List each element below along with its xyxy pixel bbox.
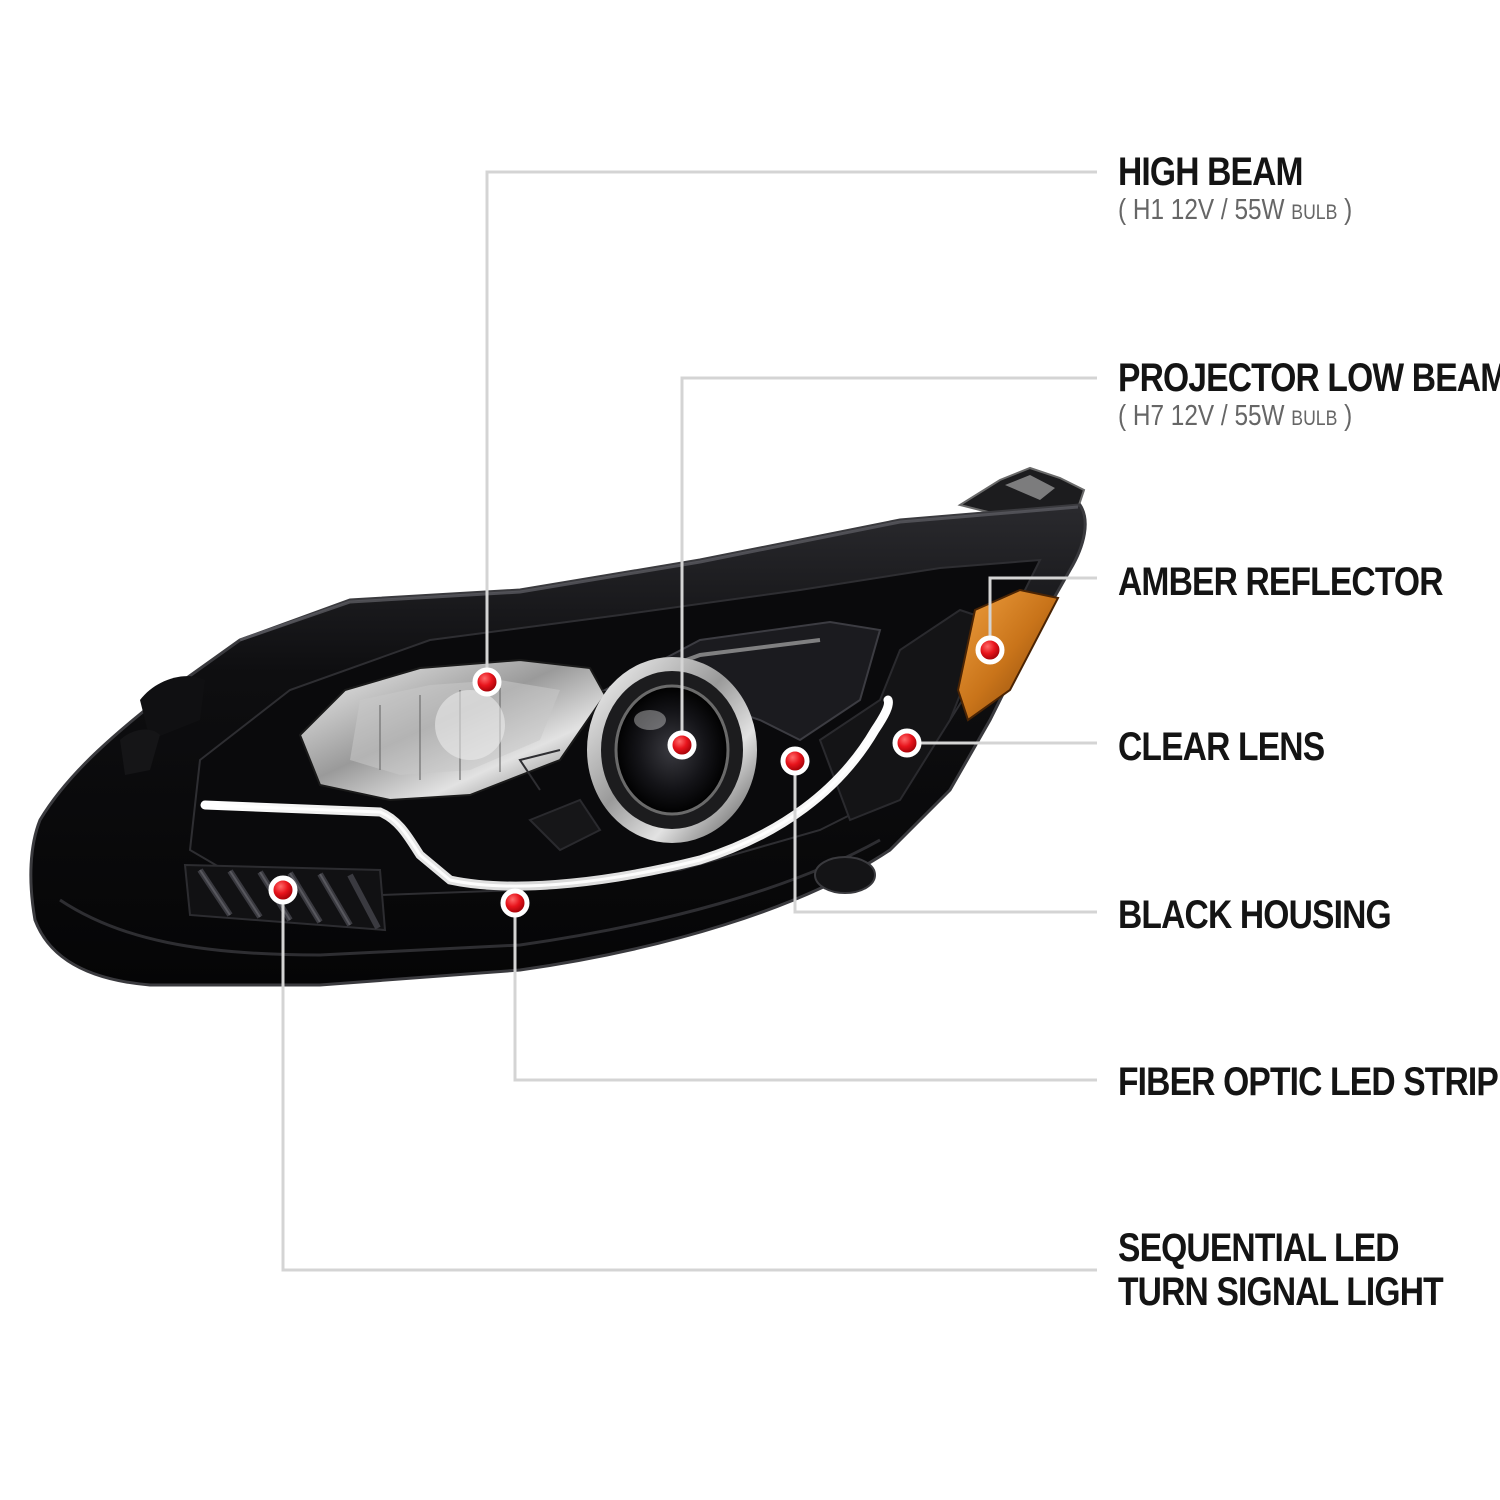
leader-line-fiber-optic — [513, 903, 1097, 1082]
label-projector-low-beam: PROJECTOR LOW BEAM ( H7 12V / 55W BULB ) — [1118, 356, 1500, 435]
label-fiber-optic-led-strip: FIBER OPTIC LED STRIP — [1118, 1060, 1499, 1104]
markers — [268, 635, 1005, 918]
marker-projector-low-beam — [667, 730, 697, 760]
label-title: AMBER REFLECTOR — [1118, 560, 1443, 604]
label-title-line1: SEQUENTIAL LED — [1118, 1226, 1400, 1270]
leader-line-sequential-led — [281, 890, 1097, 1272]
leader-line-black-housing — [793, 761, 1097, 914]
label-title: PROJECTOR LOW BEAM — [1118, 356, 1500, 400]
label-sequential-led: SEQUENTIAL LED TURN SIGNAL LIGHT — [1118, 1226, 1444, 1314]
marker-black-housing — [780, 746, 810, 776]
label-clear-lens: CLEAR LENS — [1118, 725, 1325, 769]
label-title: FIBER OPTIC LED STRIP — [1118, 1060, 1499, 1104]
label-title: HIGH BEAM — [1118, 150, 1304, 194]
marker-clear-lens — [892, 728, 922, 758]
marker-fiber-optic — [500, 888, 530, 918]
leader-lines — [281, 170, 1097, 1272]
headlight-assembly — [29, 466, 1087, 987]
amber-reflector — [956, 588, 1060, 722]
label-spec: ( H1 12V / 55W BULB ) — [1118, 194, 1353, 226]
label-black-housing: BLACK HOUSING — [1118, 893, 1392, 937]
label-title: CLEAR LENS — [1118, 725, 1325, 769]
leader-line-projector-low-beam — [680, 376, 1097, 745]
leader-line-amber-reflector — [988, 576, 1097, 650]
label-title-line2: TURN SIGNAL LIGHT — [1118, 1270, 1444, 1314]
label-high-beam: HIGH BEAM ( H1 12V / 55W BULB ) — [1118, 150, 1352, 229]
leader-line-high-beam — [485, 170, 1097, 682]
marker-sequential-led — [268, 875, 298, 905]
marker-high-beam — [472, 667, 502, 697]
label-title: BLACK HOUSING — [1118, 893, 1392, 937]
label-amber-reflector: AMBER REFLECTOR — [1118, 560, 1443, 604]
label-spec: ( H7 12V / 55W BULB ) — [1118, 400, 1353, 432]
marker-amber-reflector — [975, 635, 1005, 665]
